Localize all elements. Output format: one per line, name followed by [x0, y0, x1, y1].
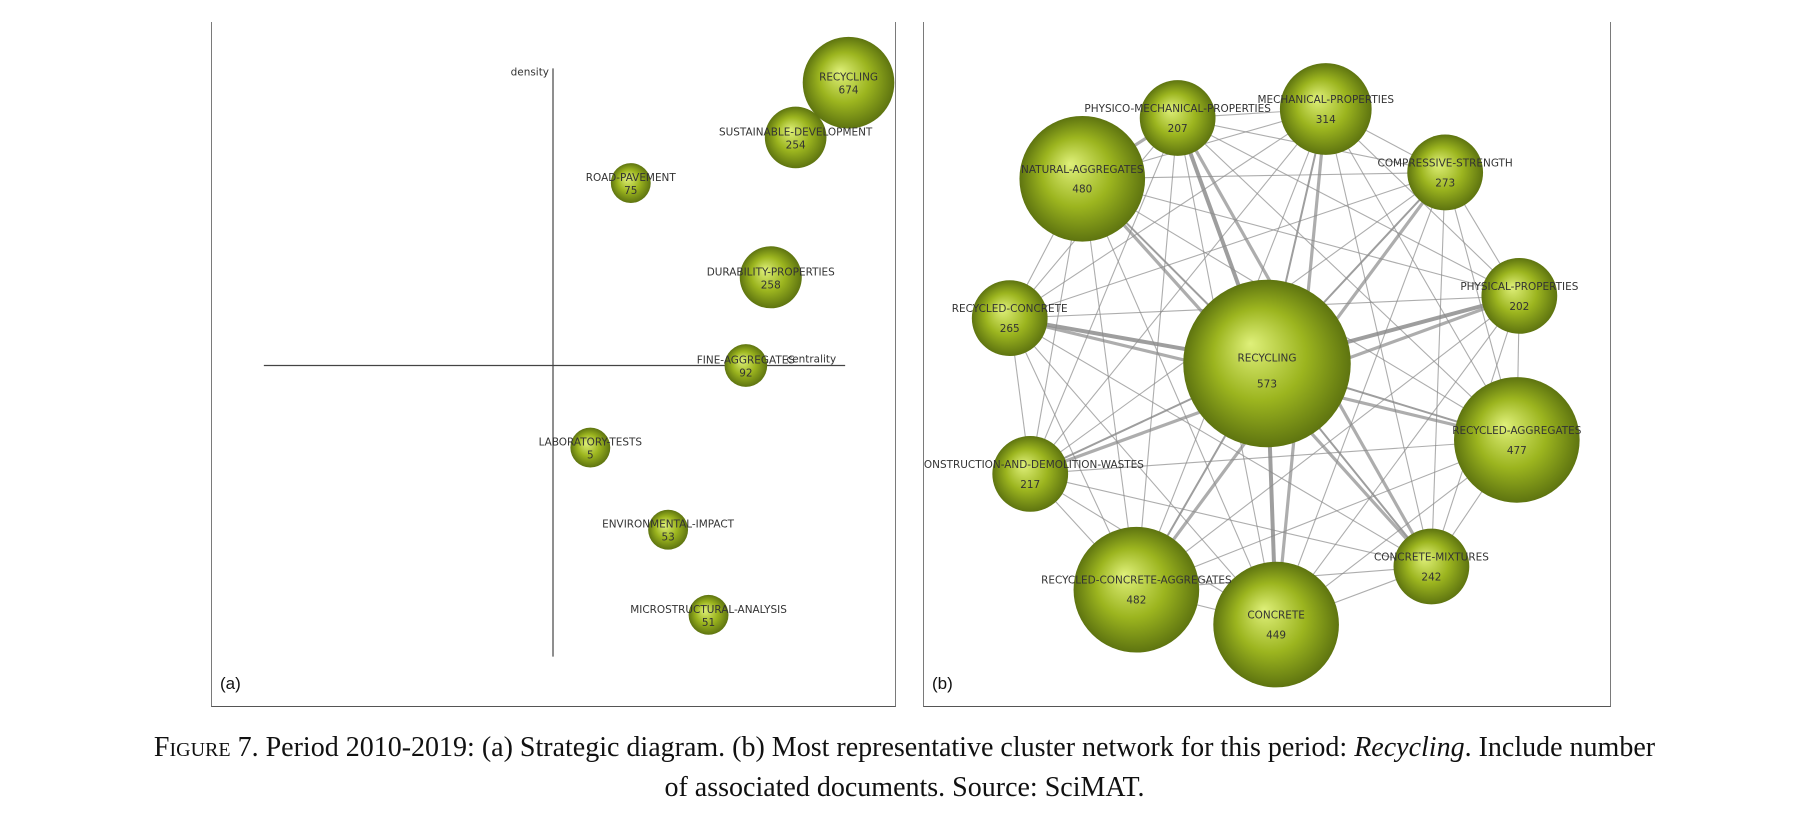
- center-node-count: 573: [1257, 378, 1277, 390]
- bubble-durability-properties: [739, 246, 802, 309]
- edge: [1009, 171, 1446, 319]
- caption-emphasis: Recycling: [1354, 732, 1465, 763]
- edge: [1081, 178, 1277, 625]
- bubble-fine-aggregates: [724, 344, 768, 387]
- edge: [1030, 439, 1517, 475]
- cluster-network-panel: RECYCLING 573 PHYSICO-MECHANICAL-PROPERTIE…: [923, 22, 1611, 707]
- bubble-microstructural-analysis: [688, 594, 729, 635]
- network-center-node: [1183, 279, 1351, 448]
- figure-label: Figure 7.: [153, 732, 259, 763]
- edge: [1029, 108, 1327, 475]
- bubble-laboratory-tests: [570, 427, 611, 468]
- network-node-count: 265: [1000, 323, 1020, 335]
- network-node-label: RECYCLED-CONCRETE-AGGREGATES: [1041, 575, 1232, 587]
- network-node-recycled-aggregates: [1454, 377, 1580, 503]
- network-node-concrete-mixtures: [1393, 528, 1470, 605]
- bubble-sustainable-development: [764, 106, 827, 169]
- network-node-concrete: [1213, 561, 1339, 688]
- bubble-label: ROAD-PAVEMENT: [586, 172, 677, 184]
- bubble-label: FINE-AGGREGATES: [697, 355, 796, 367]
- edge: [1177, 117, 1518, 441]
- edge: [1325, 108, 1518, 441]
- caption-line-2: of associated documents. Source: SciMAT.: [664, 772, 1145, 803]
- edge: [1325, 108, 1432, 567]
- bubble-count: 254: [786, 139, 806, 151]
- network-node-label: PHYSICAL-PROPERTIES: [1460, 281, 1578, 293]
- edge: [1009, 317, 1277, 625]
- edge: [1275, 172, 1446, 625]
- caption-line-1: Figure 7. Period 2010-2019: (a) Strategi…: [0, 728, 1809, 768]
- bubble-environmental-impact: [648, 509, 689, 550]
- network-node-label: MECHANICAL-PROPERTIES: [1257, 94, 1394, 106]
- edge: [1082, 178, 1520, 297]
- center-node-label: RECYCLING: [1238, 353, 1297, 365]
- bubble-count: 51: [702, 617, 715, 629]
- network-node-count: 477: [1507, 445, 1527, 457]
- bubble-count: 258: [761, 279, 781, 291]
- edge: [1009, 108, 1327, 319]
- network-node-label: CONSTRUCTION-AND-DEMOLITION-WASTES: [924, 459, 1144, 471]
- bubble-count: 674: [839, 85, 859, 97]
- caption-text-after: . Include number: [1464, 732, 1656, 763]
- edge: [1136, 439, 1518, 591]
- network-node-count: 207: [1168, 123, 1188, 135]
- bubble-label: SUSTAINABLE-DEVELOPMENT: [719, 126, 873, 138]
- bubble-count: 92: [739, 367, 752, 379]
- network-node-label: RECYCLED-AGGREGATES: [1452, 425, 1582, 437]
- network-node-recycled-concrete-aggregates: [1073, 526, 1200, 653]
- network-node-recycled-concrete: [971, 280, 1048, 357]
- network-node-label: RECYCLED-CONCRETE: [952, 303, 1068, 315]
- bubble-count: 75: [624, 185, 637, 197]
- x-axis-label: centrality: [786, 354, 836, 366]
- strategic-diagram-chart: density centrality RECYCLING674SUSTAINABLE…: [263, 36, 895, 657]
- bubble-label: MICROSTRUCTURAL-ANALYSIS: [630, 604, 787, 616]
- edge: [1136, 295, 1520, 591]
- caption-text-before: Period 2010-2019: (a) Strategic diagram.…: [258, 732, 1355, 763]
- bubble-label: RECYCLING: [819, 72, 878, 84]
- edge: [1275, 295, 1520, 625]
- edge: [1430, 172, 1446, 567]
- network-node-count: 449: [1266, 630, 1286, 642]
- network-node-label: NATURAL-AGGREGATES: [1021, 164, 1144, 176]
- bubble-label: LABORATORY-TESTS: [539, 437, 643, 449]
- network-node-physical-properties: [1481, 257, 1558, 334]
- bubble-recycling: [802, 36, 895, 129]
- network-node-label: PHYSICO-MECHANICAL-PROPERTIES: [1084, 103, 1271, 115]
- network-node-compressive-strength: [1407, 134, 1484, 211]
- network-node-count: 480: [1072, 184, 1092, 196]
- panel-b-label: (b): [932, 674, 953, 693]
- network-node-count: 314: [1316, 114, 1336, 126]
- network-node-physico-mechanical-properties: [1139, 80, 1216, 156]
- bubble-count: 5: [587, 450, 594, 462]
- network-node-label: COMPRESSIVE-STRENGTH: [1378, 157, 1513, 169]
- network-node-natural-aggregates: [1019, 115, 1146, 242]
- network-node-count: 242: [1421, 571, 1441, 583]
- edge: [1009, 317, 1432, 567]
- figure-caption: Figure 7. Period 2010-2019: (a) Strategi…: [0, 728, 1809, 808]
- network-node-count: 273: [1435, 177, 1455, 189]
- bubble-count: 53: [661, 532, 674, 544]
- panel-a-label: (a): [220, 674, 241, 693]
- bubble-label: ENVIRONMENTAL-IMPACT: [602, 519, 735, 531]
- y-axis-label: density: [511, 66, 549, 78]
- network-node-construction-and-demolition-wastes: [992, 436, 1069, 512]
- network-node-count: 482: [1126, 595, 1146, 607]
- network-node-count: 202: [1509, 301, 1529, 313]
- edge: [1081, 178, 1137, 590]
- bubble-road-pavement: [610, 163, 651, 203]
- bubble-label: DURABILITY-PROPERTIES: [707, 266, 835, 278]
- network-node-count: 217: [1020, 479, 1040, 491]
- network-node-mechanical-properties: [1279, 63, 1372, 155]
- cluster-network-chart: RECYCLING 573 PHYSICO-MECHANICAL-PROPERTIE…: [924, 63, 1582, 688]
- network-node-label: CONCRETE: [1247, 610, 1305, 622]
- network-node-label: CONCRETE-MIXTURES: [1374, 552, 1489, 564]
